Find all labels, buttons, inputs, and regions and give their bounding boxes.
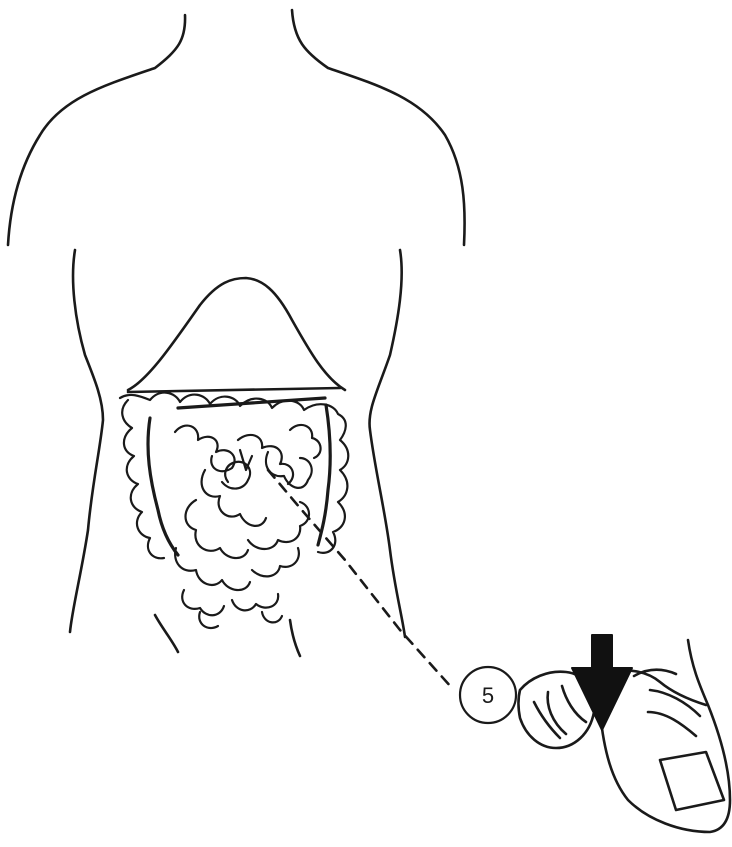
rib-cage-outline [128, 278, 345, 390]
press-arrow-icon [572, 635, 632, 730]
dashed-guide-line [268, 470, 452, 688]
torso-lower-outline [70, 250, 405, 656]
torso-upper-outline [8, 10, 465, 245]
callout-number: 5 [482, 683, 494, 708]
intestines [120, 388, 348, 628]
callout-badge: 5 [460, 667, 516, 723]
